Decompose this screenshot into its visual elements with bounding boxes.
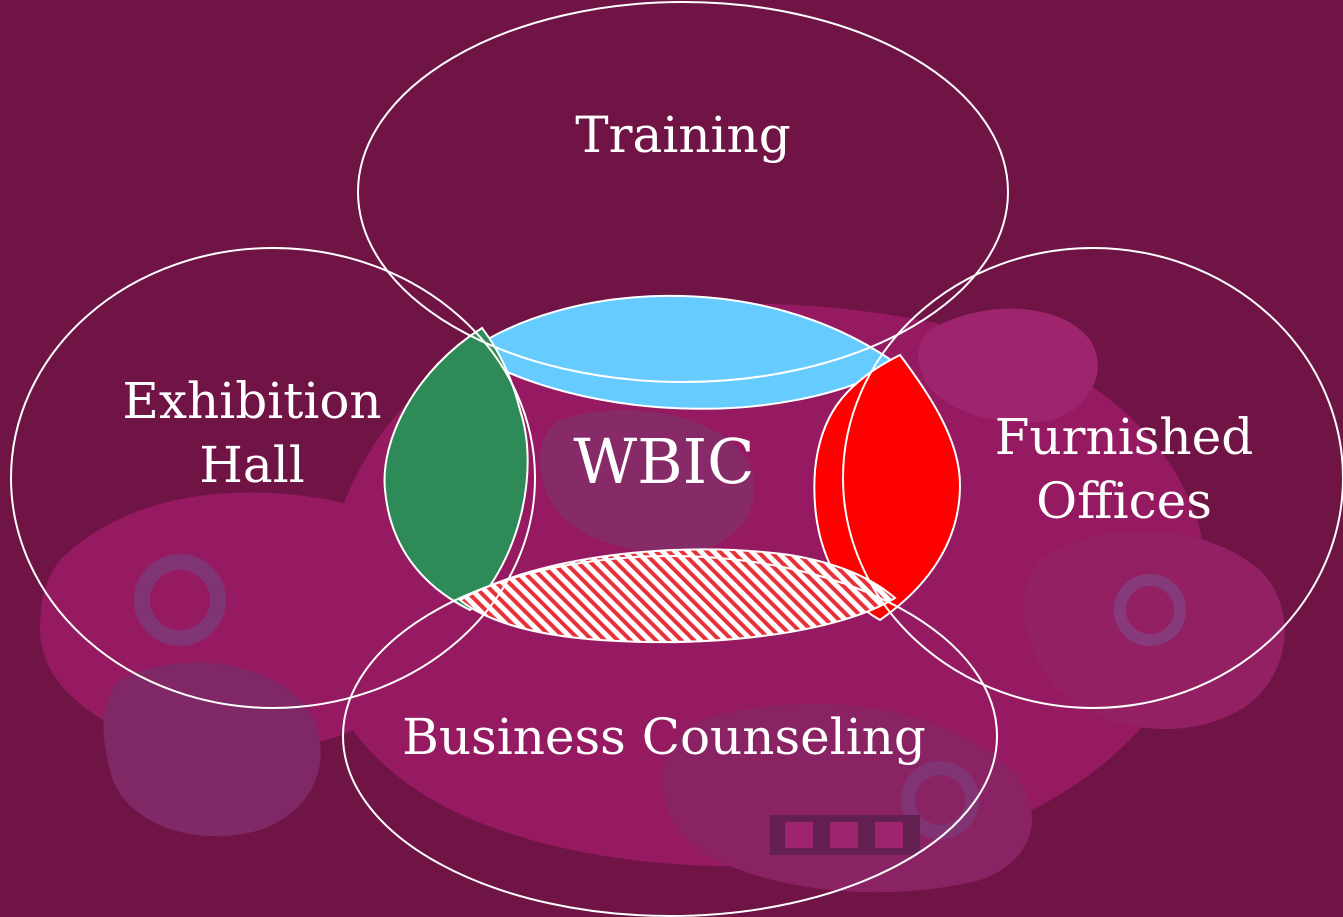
label-training: Training	[575, 106, 790, 164]
overlap-bottom-hatch	[458, 548, 897, 644]
label-business-counseling: Business Counseling	[402, 708, 926, 766]
label-furnished: Furnished	[995, 408, 1253, 466]
circle-exhibition-hall	[10, 247, 536, 709]
overlap-left-fill	[383, 326, 529, 612]
background-artwork	[40, 303, 1285, 893]
label-hall: Hall	[199, 436, 304, 494]
label-exhibition: Exhibition	[122, 372, 381, 430]
circle-business-counseling	[342, 555, 998, 917]
label-offices: Offices	[1036, 472, 1212, 530]
center-label-wbic: WBIC	[573, 425, 754, 498]
circle-training	[357, 1, 1009, 383]
circle-furnished-offices	[842, 247, 1343, 709]
